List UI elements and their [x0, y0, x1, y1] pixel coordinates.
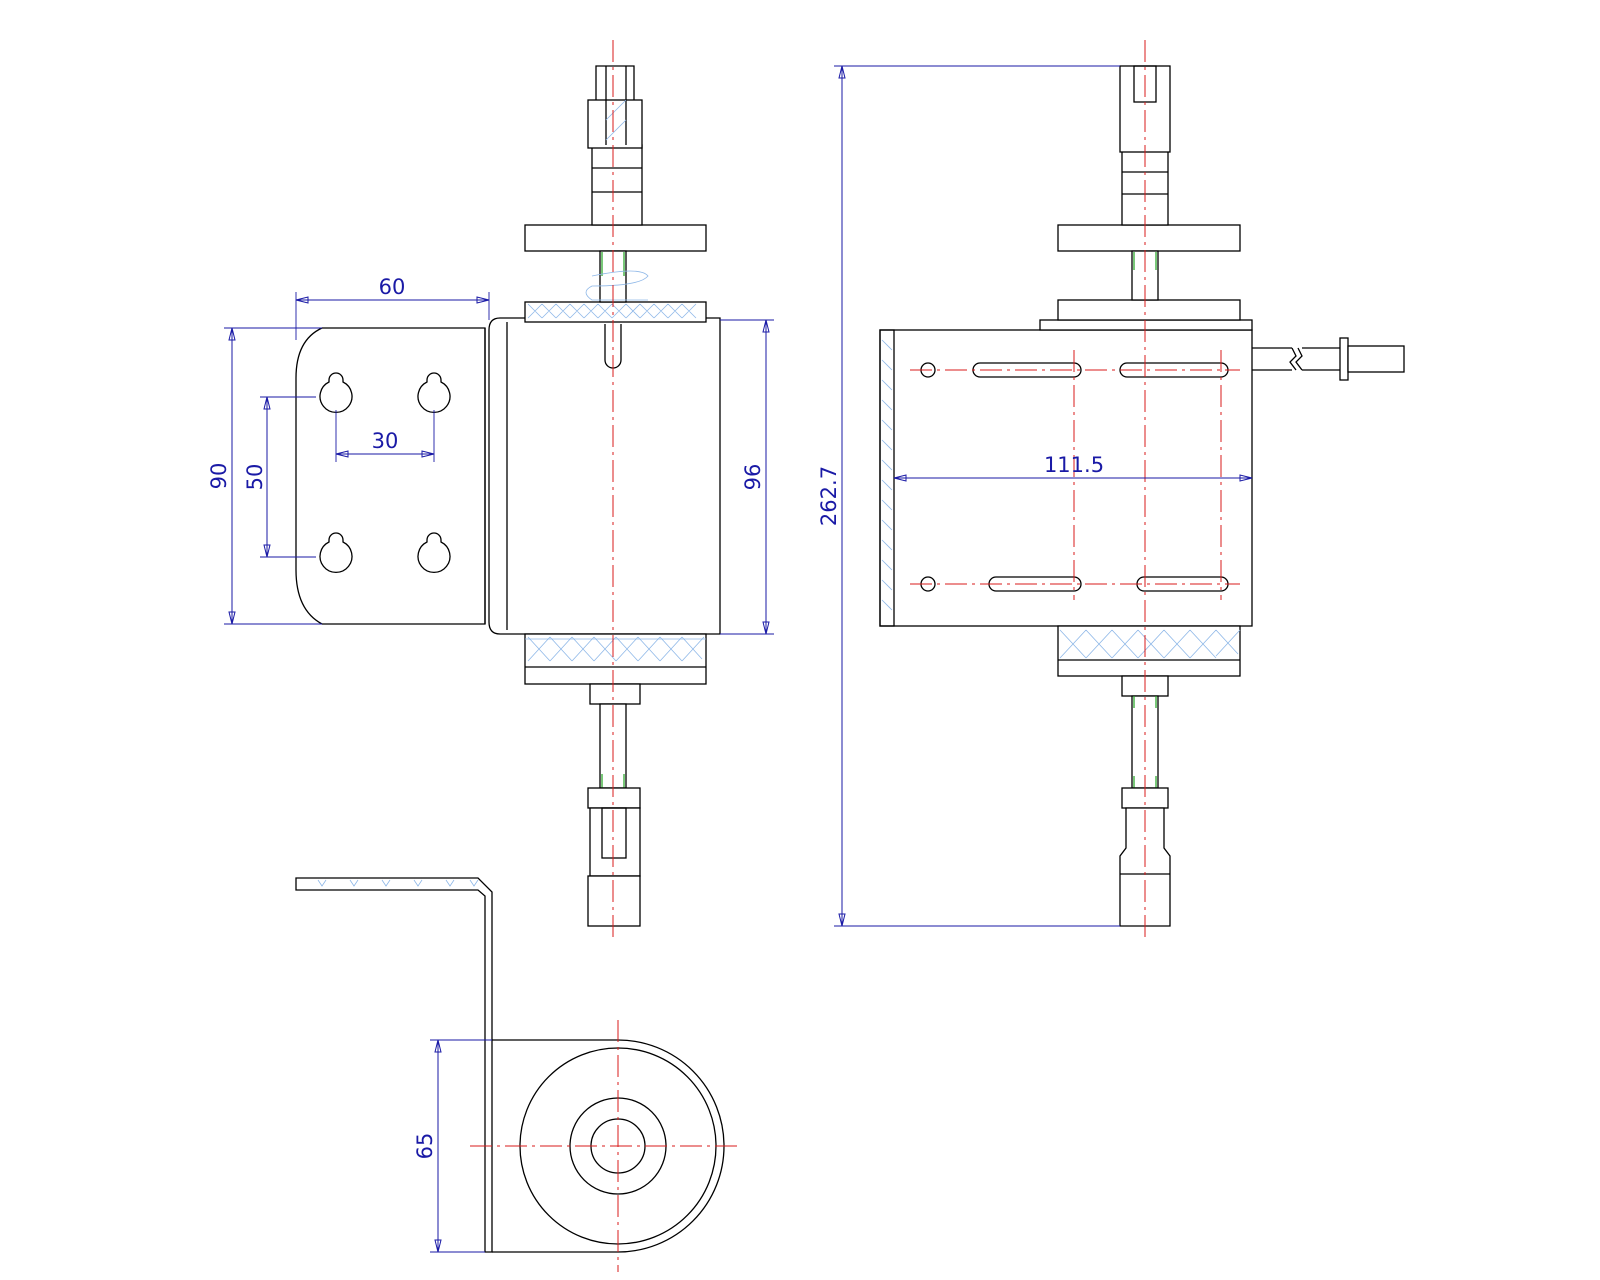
dim-bracket-width: 60 — [295, 275, 490, 340]
top-coil-cap — [524, 301, 707, 323]
dim-side-body-length: 111.5 — [893, 453, 1253, 482]
dim-bracket-height: 90 — [207, 327, 322, 625]
dim-label-30: 30 — [372, 429, 399, 453]
dim-label-60: 60 — [379, 275, 406, 299]
dim-hole-horizontal: 30 — [335, 410, 435, 462]
dim-label-65: 65 — [413, 1133, 437, 1160]
dim-label-262-7: 262.7 — [817, 466, 841, 526]
spring — [585, 252, 649, 301]
dim-label-96: 96 — [741, 464, 765, 491]
dim-label-111-5: 111.5 — [1044, 453, 1104, 477]
bottom-shaft — [587, 683, 641, 927]
end-bracket — [295, 877, 493, 1253]
top-washer — [524, 224, 707, 252]
dim-label-90: 90 — [207, 463, 231, 490]
dim-overall-length: 262.7 — [817, 65, 1120, 927]
keyhole-slots — [319, 372, 451, 574]
top-shaft — [587, 65, 643, 303]
dim-end-height: 65 — [413, 1039, 492, 1253]
wire-lead — [1252, 337, 1405, 381]
end-view: 65 — [295, 877, 740, 1272]
dim-hole-vertical: 50 — [243, 396, 316, 558]
coil-frame — [488, 317, 721, 635]
side-view: 262.7 111.5 — [817, 40, 1405, 940]
dim-body-height: 96 — [720, 319, 774, 635]
bracket-plate — [295, 327, 486, 625]
front-view: 60 90 50 30 — [207, 40, 774, 940]
dim-label-50: 50 — [243, 464, 267, 491]
